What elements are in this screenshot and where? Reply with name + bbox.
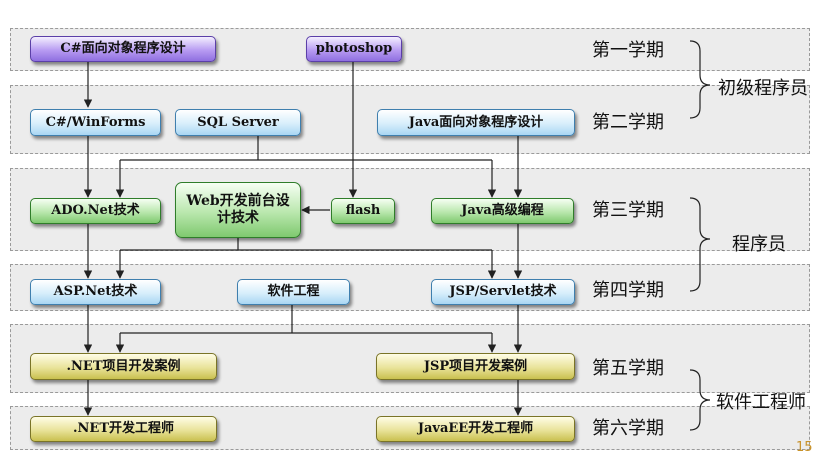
- node-softeng: 软件工程: [237, 279, 350, 305]
- term-label-5: 第五学期: [592, 358, 664, 379]
- node-jsp-project: JSP项目开发案例: [376, 353, 575, 380]
- role-label-programmer: 程序员: [732, 234, 786, 255]
- role-label-engineer: 软件工程师: [716, 392, 806, 413]
- brace-programmer: [689, 197, 711, 292]
- node-photoshop: photoshop: [306, 36, 402, 62]
- corner-page-number: 15: [796, 440, 813, 455]
- node-net-engineer: .NET开发工程师: [30, 416, 217, 442]
- node-net-project: .NET项目开发案例: [30, 353, 217, 380]
- node-jsp-servlet: JSP/Servlet技术: [431, 279, 575, 305]
- node-csharp-oop: C#面向对象程序设计: [30, 36, 216, 62]
- brace-engineer: [689, 369, 711, 431]
- arrow-sqlserver-split: [120, 136, 492, 161]
- role-label-junior: 初级程序员: [718, 78, 808, 99]
- arrow-web-split: [120, 238, 492, 251]
- node-adonet: ADO.Net技术: [30, 198, 161, 224]
- node-winforms: C#/WinForms: [30, 109, 161, 136]
- node-java-adv: Java高级编程: [431, 198, 574, 224]
- node-javaee-engineer: JavaEE开发工程师: [376, 416, 575, 442]
- node-java-oop: Java面向对象程序设计: [377, 109, 575, 136]
- term-label-4: 第四学期: [592, 280, 664, 301]
- term-label-1: 第一学期: [592, 40, 664, 61]
- term-label-2: 第二学期: [592, 112, 664, 133]
- brace-junior: [689, 40, 711, 119]
- node-sqlserver: SQL Server: [175, 109, 301, 136]
- node-aspnet: ASP.Net技术: [30, 279, 161, 305]
- term-label-6: 第六学期: [592, 418, 664, 439]
- node-flash: flash: [331, 198, 395, 224]
- node-web-frontend: Web开发前台设计技术: [175, 182, 301, 238]
- term-label-3: 第三学期: [592, 200, 664, 221]
- arrow-softeng-split: [120, 305, 492, 334]
